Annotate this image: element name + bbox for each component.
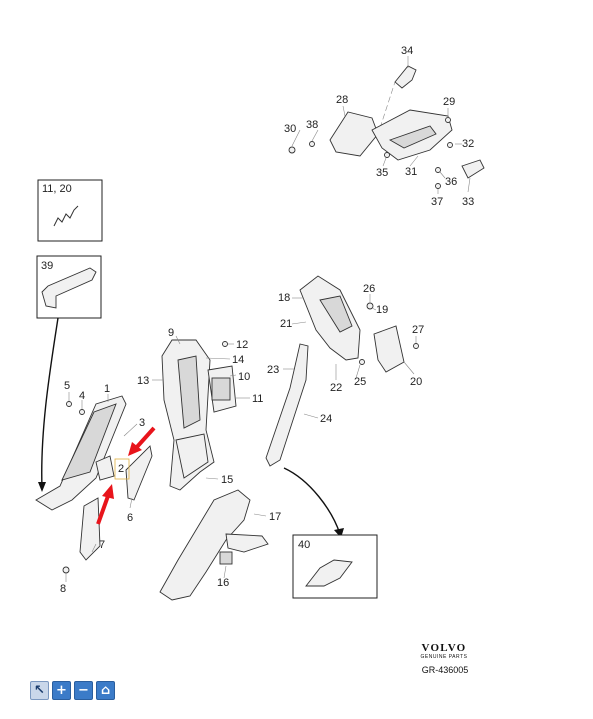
callout-3: 3	[139, 417, 145, 429]
callout-16: 16	[217, 577, 229, 589]
callout-10: 10	[238, 371, 250, 383]
callout-11: 11	[252, 393, 263, 405]
handle-part-39	[41, 267, 97, 309]
cursor-icon[interactable]: ↖	[30, 681, 49, 700]
callout-24: 24	[320, 413, 332, 425]
callout-25: 25	[354, 376, 366, 388]
callout-40: 40	[298, 539, 310, 551]
c-pillar-assembly	[265, 275, 419, 467]
brand-tagline: GENUINE PARTS	[420, 654, 468, 660]
callout-37: 37	[431, 196, 443, 208]
callout-26: 26	[363, 283, 375, 295]
callout-30: 30	[284, 123, 296, 135]
callout-17: 17	[269, 511, 281, 523]
callout-27: 27	[412, 324, 424, 336]
b-pillar-upper-assembly	[152, 335, 250, 491]
callout-18: 18	[278, 292, 290, 304]
callout-1: 1	[104, 383, 110, 395]
callout-5: 5	[64, 380, 70, 392]
callout-28: 28	[336, 94, 348, 106]
zoom-in-icon[interactable]: +	[52, 681, 71, 700]
highlight-arrows	[96, 426, 156, 525]
callout-39: 39	[41, 260, 53, 272]
callout-20: 20	[410, 376, 422, 388]
rear-trim-assembly	[288, 56, 485, 194]
callout-36: 36	[445, 176, 457, 188]
callout-14: 14	[232, 354, 244, 366]
callout-38: 38	[306, 119, 318, 131]
home-icon[interactable]: ⌂	[96, 681, 115, 700]
b-pillar-lower-assembly	[35, 392, 153, 582]
spring-clip-icon	[53, 205, 79, 227]
callout-29: 29	[443, 96, 455, 108]
callout-21: 21	[280, 318, 292, 330]
callout-33: 33	[462, 196, 474, 208]
callout-6: 6	[127, 512, 133, 524]
brand-logo: VOLVO	[421, 642, 467, 654]
callout-12: 12	[236, 339, 248, 351]
callout-11-20: 11, 20	[42, 183, 72, 195]
zoom-out-icon[interactable]: −	[74, 681, 93, 700]
callout-34: 34	[401, 45, 413, 57]
callout-2: 2	[118, 463, 124, 475]
inset-box-11-20	[37, 179, 103, 242]
callout-8: 8	[60, 583, 66, 595]
callout-9: 9	[168, 327, 174, 339]
callout-15: 15	[221, 474, 233, 486]
callout-22: 22	[330, 382, 342, 394]
foam-pad-part-40	[305, 559, 353, 587]
callout-19: 19	[376, 304, 388, 316]
diagram-reference: GR-436005	[421, 665, 469, 675]
callout-7: 7	[99, 539, 105, 551]
callout-31: 31	[405, 166, 417, 178]
callout-32: 32	[462, 138, 474, 150]
lower-trim-assembly	[159, 489, 269, 601]
callout-23: 23	[267, 364, 279, 376]
callout-4: 4	[79, 390, 85, 402]
callout-35: 35	[376, 167, 388, 179]
callout-13: 13	[137, 375, 149, 387]
viewer-toolbar: ↖ + − ⌂	[30, 681, 115, 700]
